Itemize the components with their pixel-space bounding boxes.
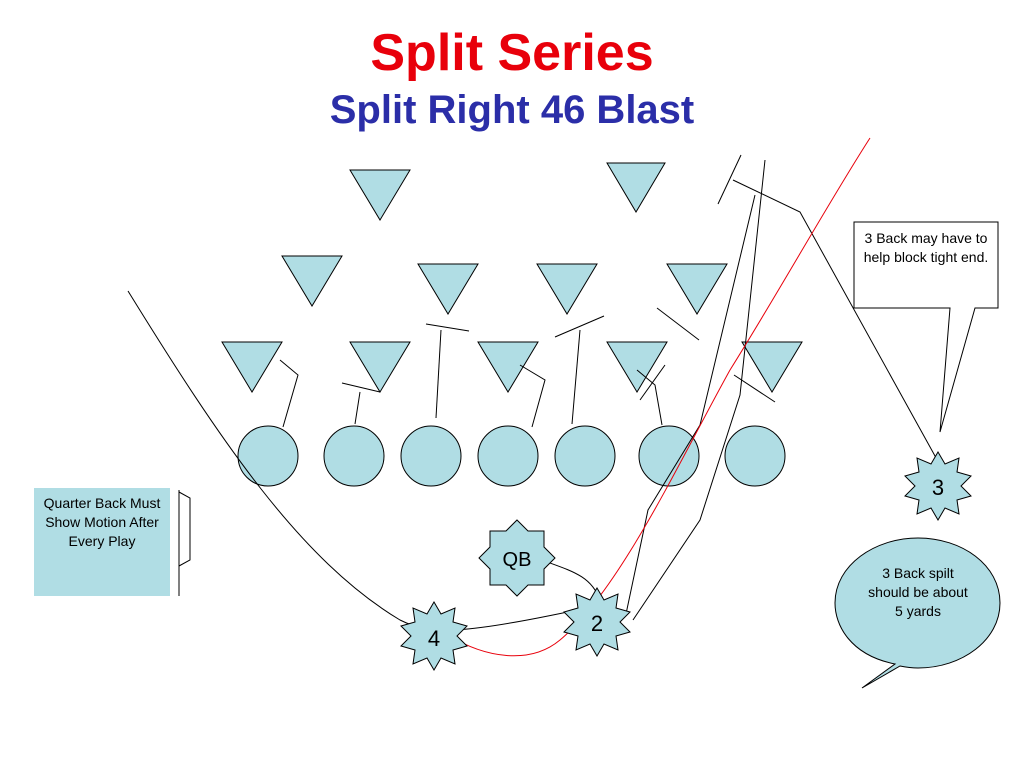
block-line (519, 364, 546, 428)
block-cap (639, 364, 666, 401)
qb-motion-note: Quarter Back Must Show Motion After Ever… (34, 488, 170, 596)
defender (606, 162, 666, 213)
lineman (237, 425, 299, 487)
block-line (435, 329, 442, 419)
lineman (323, 425, 385, 487)
lineman (477, 425, 539, 487)
slide-subtitle: Split Right 46 Blast (329, 88, 695, 132)
path-2-back (632, 159, 766, 621)
defender (741, 341, 803, 393)
defenders (221, 162, 803, 393)
back3-split-note-text: 3 Back spilt should be about 5 yards (868, 565, 968, 619)
qb-motion-note-text: Quarter Back Must Show Motion After Ever… (43, 495, 161, 549)
defender (477, 341, 539, 393)
lineman (638, 425, 700, 487)
lineman (554, 425, 616, 487)
block-line (354, 391, 361, 425)
lineman (400, 425, 462, 487)
block-line (636, 369, 663, 426)
back-paths (127, 159, 766, 631)
block-line (279, 359, 299, 428)
block-callout-shape (853, 221, 999, 433)
lineman (724, 425, 786, 487)
defender (281, 255, 343, 307)
back-3-burst (904, 451, 972, 521)
path-ball-carrier (447, 137, 871, 657)
back-2-burst (563, 587, 631, 657)
back3-split-note: 3 Back spilt should be about 5 yards (865, 564, 971, 621)
split-callout-shape (834, 537, 1001, 689)
block-line (732, 179, 941, 466)
back-4-burst (400, 601, 468, 671)
defender (666, 263, 728, 315)
block-line (571, 329, 581, 425)
motion-bracket (178, 491, 191, 567)
defender (221, 341, 283, 393)
block-cap (554, 315, 605, 338)
offensive-line (237, 425, 786, 487)
back-2-label: 2 (591, 611, 603, 636)
back-3-label: 3 (932, 475, 944, 500)
block-cap (341, 382, 381, 393)
defender (349, 169, 411, 221)
defender (417, 263, 479, 315)
back3-block-note: 3 Back may have to help block tight end. (858, 229, 994, 267)
blocking-lines (279, 154, 941, 466)
slide-title: Split Series (370, 24, 654, 82)
defender (349, 341, 411, 393)
block-line (717, 154, 742, 205)
path-4-back (127, 290, 601, 631)
block-line (656, 307, 700, 341)
qb-label: QB (503, 549, 532, 571)
block-cap (733, 374, 776, 403)
defender (606, 341, 668, 393)
back-4-label: 4 (428, 626, 440, 651)
back3-block-note-text: 3 Back may have to help block tight end. (863, 230, 989, 265)
qb-star (478, 519, 556, 597)
block-cap (425, 323, 470, 332)
path-2-to-lane (591, 194, 756, 615)
path-qb (549, 562, 601, 601)
defender (536, 263, 598, 315)
